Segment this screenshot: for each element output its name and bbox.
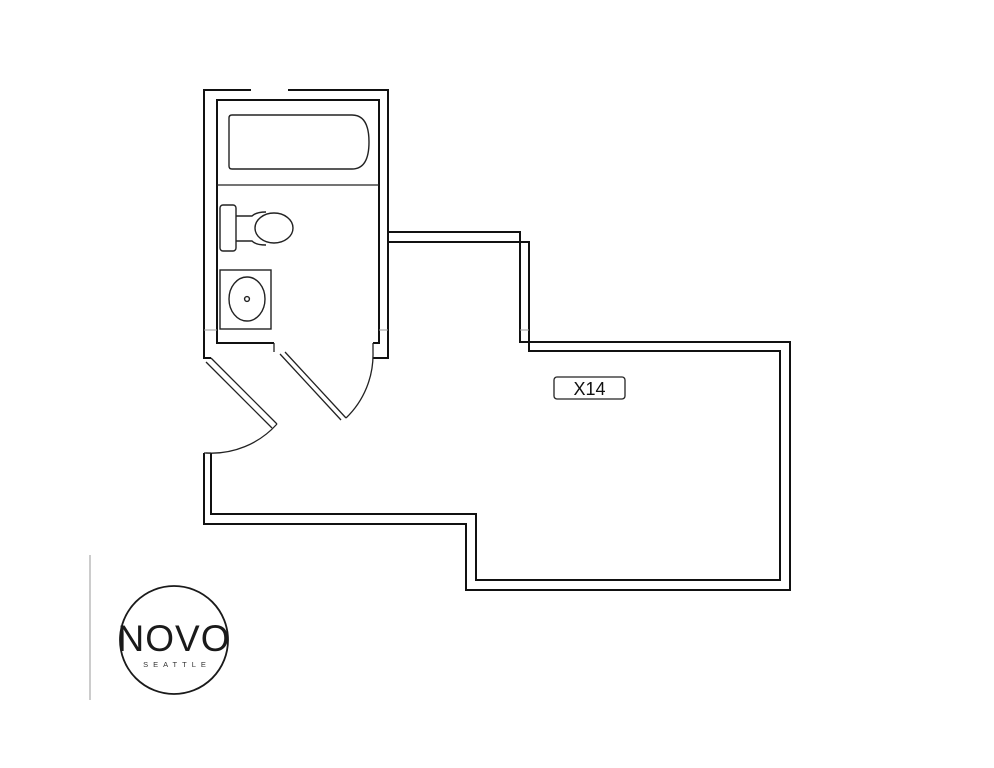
unit-label-box: X14 [553,376,626,400]
bathroom-door [279,351,374,421]
logo-sub-text: SEATTLE [143,660,211,669]
bathroom [203,89,389,359]
toilet [219,204,294,252]
living-room-inner-wall [210,241,781,581]
novo-seattle-logo: NOVO SEATTLE [89,555,231,700]
unit-label: X14 [573,379,605,399]
bathtub [217,114,379,186]
sink [219,269,272,330]
bathroom-inner-wall [216,99,380,344]
bathroom-outer-wall-left [203,89,251,359]
living-room-outer-wall [203,231,791,591]
living-room [203,231,791,591]
bathroom-outer-wall-right [288,89,389,359]
entry-door [205,357,278,454]
logo-main-text: NOVO [118,618,231,659]
